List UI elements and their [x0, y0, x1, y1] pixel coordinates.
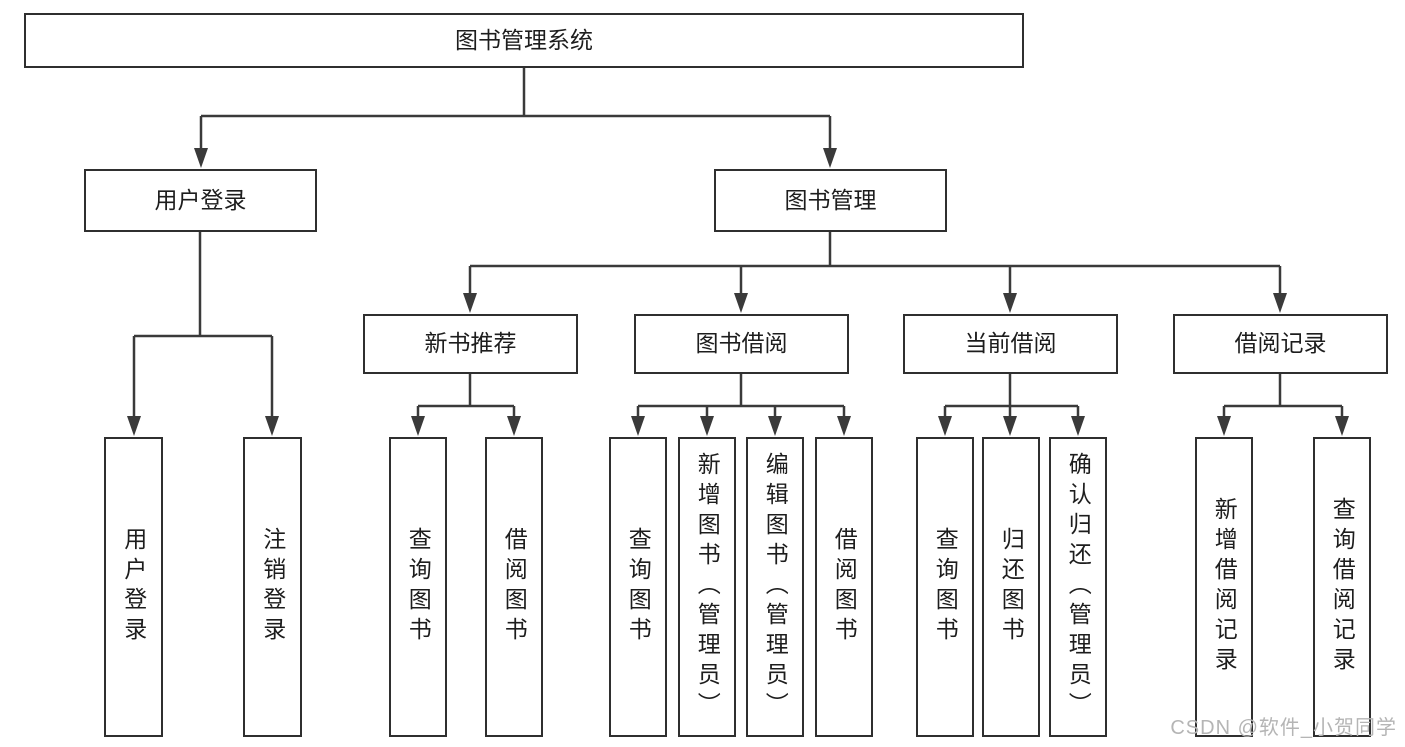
- node-label: 新书推荐: [424, 330, 517, 357]
- node-label: 图书管理: [784, 186, 877, 213]
- leaf-query-books-recommendation: 查询图书: [389, 437, 447, 737]
- leaf-label: 查询图书: [932, 527, 959, 647]
- leaf-borrow-books: 借阅图书: [815, 437, 873, 737]
- leaf-label: 借阅图书: [501, 527, 528, 647]
- node-current-borrowing: 当前借阅: [903, 314, 1118, 374]
- node-label: 图书借阅: [695, 330, 788, 357]
- node-library-management-system: 图书管理系统: [24, 13, 1024, 68]
- leaf-label: 新增图书（管理员）: [694, 452, 721, 722]
- leaf-query-books-borrowing: 查询图书: [609, 437, 667, 737]
- node-borrowing-records: 借阅记录: [1173, 314, 1388, 374]
- leaf-label: 新增借阅记录: [1211, 497, 1238, 677]
- node-book-borrowing: 图书借阅: [634, 314, 849, 374]
- leaf-label: 编辑图书（管理员）: [762, 452, 789, 722]
- leaf-borrow-books-recommendation: 借阅图书: [485, 437, 543, 737]
- leaf-label: 确认归还（管理员）: [1065, 452, 1092, 722]
- leaf-label: 注销登录: [259, 527, 286, 647]
- leaf-query-borrow-record: 查询借阅记录: [1313, 437, 1371, 737]
- node-label: 借阅记录: [1234, 330, 1327, 357]
- leaf-label: 查询图书: [625, 527, 652, 647]
- node-label: 用户登录: [154, 186, 247, 213]
- node-label: 图书管理系统: [455, 26, 593, 53]
- leaf-add-book-admin: 新增图书（管理员）: [678, 437, 736, 737]
- leaf-label: 查询图书: [405, 527, 432, 647]
- leaf-confirm-return-admin: 确认归还（管理员）: [1049, 437, 1107, 737]
- leaf-edit-book-admin: 编辑图书（管理员）: [746, 437, 804, 737]
- leaf-label: 用户登录: [120, 527, 147, 647]
- node-new-book-recommendation: 新书推荐: [363, 314, 578, 374]
- leaf-logout: 注销登录: [243, 437, 302, 737]
- node-user-login: 用户登录: [84, 169, 317, 232]
- leaf-user-login: 用户登录: [104, 437, 163, 737]
- leaf-label: 借阅图书: [831, 527, 858, 647]
- leaf-query-books-current: 查询图书: [916, 437, 974, 737]
- leaf-add-borrow-record: 新增借阅记录: [1195, 437, 1253, 737]
- leaf-label: 查询借阅记录: [1329, 497, 1356, 677]
- node-label: 当前借阅: [964, 330, 1057, 357]
- leaf-label: 归还图书: [998, 527, 1025, 647]
- leaf-return-books: 归还图书: [982, 437, 1040, 737]
- node-book-management: 图书管理: [714, 169, 947, 232]
